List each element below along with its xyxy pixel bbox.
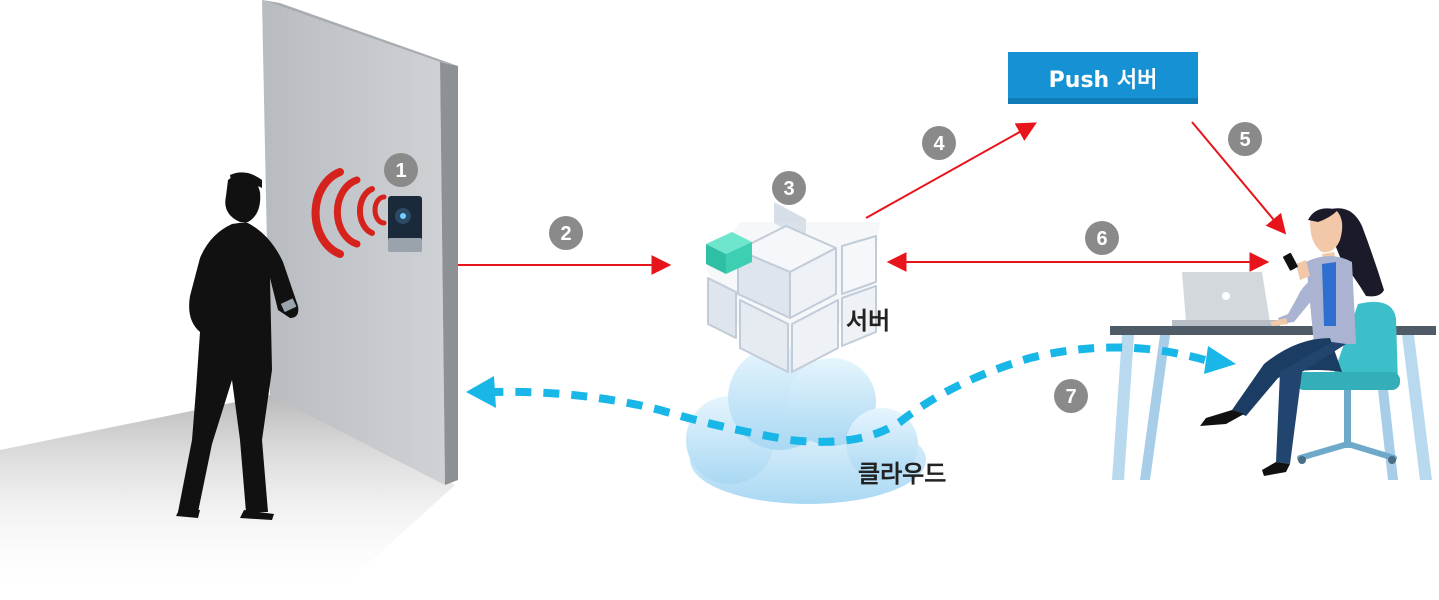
- step-badge-2: 2: [549, 216, 583, 250]
- push-server-label: Push 서버: [1049, 68, 1158, 93]
- svg-text:6: 6: [1096, 228, 1107, 250]
- cloud-label: 클라우드: [858, 460, 946, 488]
- arrow-7: [466, 343, 1236, 446]
- svg-text:1: 1: [395, 160, 406, 182]
- person-icon: [176, 172, 299, 520]
- step-badge-6: 6: [1085, 221, 1119, 255]
- step-badge-4: 4: [922, 126, 956, 160]
- step-badge-1: 1: [384, 153, 418, 187]
- arrow-4: [865, 122, 1037, 219]
- card-reader-icon: [388, 196, 422, 252]
- cloud-icon: [686, 346, 926, 504]
- svg-text:4: 4: [933, 133, 945, 155]
- server-cube-icon: [706, 202, 880, 373]
- person-wristband: [280, 298, 297, 313]
- smartphone-icon: [1283, 252, 1298, 271]
- server-label: 서버: [846, 307, 890, 335]
- step-badge-3: 3: [772, 171, 806, 205]
- svg-text:2: 2: [560, 223, 571, 245]
- woman-icon: [1200, 208, 1384, 476]
- chair: [1296, 301, 1400, 464]
- wifi-signal-icon: [311, 168, 387, 258]
- arrow-5: [1191, 121, 1287, 235]
- laptop-icon: [1172, 272, 1280, 326]
- step-badge-5: 5: [1228, 122, 1262, 156]
- svg-text:5: 5: [1239, 129, 1250, 151]
- push-server-box: Push 서버: [1008, 52, 1198, 104]
- floor-shadow: [0, 395, 455, 598]
- svg-text:3: 3: [783, 178, 794, 200]
- step-badge-7: 7: [1054, 379, 1088, 413]
- svg-text:7: 7: [1065, 386, 1076, 408]
